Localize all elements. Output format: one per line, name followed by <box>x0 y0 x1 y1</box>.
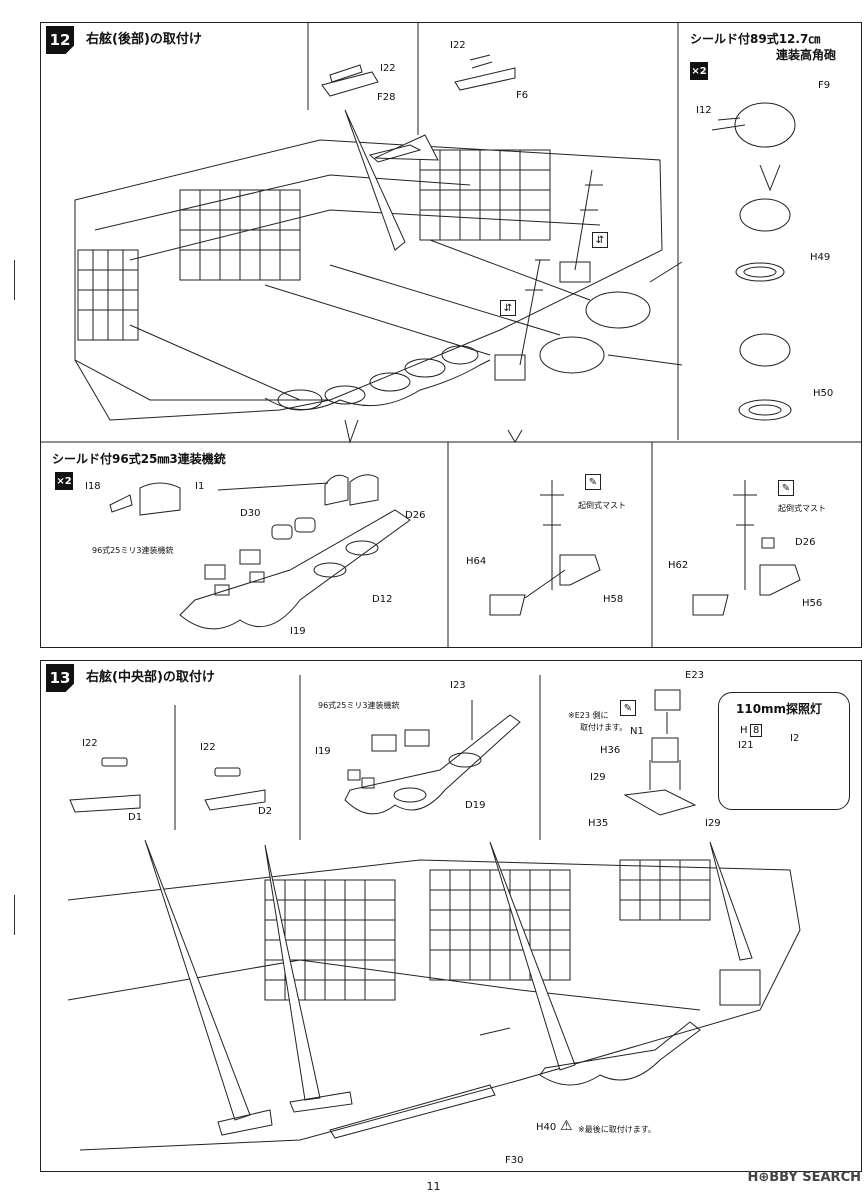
part-f9: F9 <box>818 80 831 91</box>
aa-gun-label: 96式25ミリ3連装機銃 <box>92 546 174 555</box>
binding-mark <box>14 895 15 935</box>
part-d30: D30 <box>240 508 261 519</box>
aa-sponson-assembly <box>264 345 491 411</box>
gun-title: シールド付89式12.7㎝ <box>690 32 821 46</box>
step12-title: 右舷(後部)の取付け <box>86 32 202 47</box>
part-i22: I22 <box>200 742 216 753</box>
part-i19: I19 <box>290 626 306 637</box>
part-d12: D12 <box>372 594 393 605</box>
part-i22: I22 <box>380 63 396 74</box>
reverse-icon: ⇵ <box>592 232 608 248</box>
part-h8: H <box>740 725 748 736</box>
part-d1: D1 <box>128 812 143 823</box>
note-h40: ※最後に取付けます。 <box>578 1125 656 1134</box>
part-i29: I29 <box>705 818 721 829</box>
part-h50: H50 <box>813 388 834 399</box>
mast-label: 起倒式マスト <box>578 501 626 510</box>
part-i1: I1 <box>195 481 205 492</box>
note-e23: ※E23 側に <box>568 711 609 720</box>
searchlight-callout <box>718 692 850 810</box>
part-i23: I23 <box>450 680 466 691</box>
part-h8-box: 8 <box>750 724 763 737</box>
watermark: H⊕BBY SEARCH <box>747 1170 861 1185</box>
part-h56: H56 <box>802 598 823 609</box>
aa-gun-label: 96式25ミリ3連装機銃 <box>318 701 400 710</box>
mast-folding-icon: ✎ <box>620 700 636 716</box>
part-i22: I22 <box>82 738 98 749</box>
part-h36: H36 <box>600 745 621 756</box>
step12-badge: 12 <box>46 26 74 54</box>
step12-frame <box>40 22 862 648</box>
part-h49: H49 <box>810 252 831 263</box>
part-i2: I2 <box>790 733 800 744</box>
mast-folding-icon: ✎ <box>778 480 794 496</box>
part-i21: I21 <box>738 740 754 751</box>
part-f28: F28 <box>377 92 396 103</box>
part-i22: I22 <box>450 40 466 51</box>
searchlight-title: 110mm探照灯 <box>736 702 823 716</box>
aa-title: シールド付96式25㎜3連装機銃 <box>52 452 226 466</box>
part-n1: N1 <box>630 726 644 737</box>
part-h58: H58 <box>603 594 624 605</box>
part-f30: F30 <box>505 1155 524 1166</box>
warning-icon: ⚠ <box>560 1118 573 1134</box>
bulkhead-grid <box>264 859 711 1001</box>
part-h40: H40 <box>536 1122 557 1133</box>
part-i18: I18 <box>85 481 101 492</box>
part-d26: D26 <box>795 537 816 548</box>
multiplier-icon: ×2 <box>690 62 708 80</box>
part-i29: I29 <box>590 772 606 783</box>
step13-title: 右舷(中央部)の取付け <box>86 670 215 685</box>
multiplier-icon: ×2 <box>55 472 73 490</box>
gun-title-sub: 連装高角砲 <box>776 48 837 62</box>
part-h64: H64 <box>466 556 487 567</box>
part-d2: D2 <box>258 806 273 817</box>
aa-gun-mounts <box>204 549 265 596</box>
reverse-icon: ⇵ <box>500 300 516 316</box>
bulkhead-grid <box>77 149 551 341</box>
part-e23: E23 <box>685 670 705 681</box>
part-h62: H62 <box>668 560 689 571</box>
step13-badge: 13 <box>46 664 74 692</box>
part-d26: D26 <box>405 510 426 521</box>
binding-mark <box>14 260 15 300</box>
page-number: 11 <box>426 1180 441 1193</box>
mast-folding-icon: ✎ <box>585 474 601 490</box>
step13-frame <box>40 660 862 1172</box>
part-i12: I12 <box>696 105 712 116</box>
part-h35: H35 <box>588 818 609 829</box>
part-i19: I19 <box>315 746 331 757</box>
note-e23b: 取付けます。 <box>580 723 628 732</box>
mast-label: 起倒式マスト <box>778 504 826 513</box>
part-f6: F6 <box>516 90 529 101</box>
part-d19: D19 <box>465 800 486 811</box>
